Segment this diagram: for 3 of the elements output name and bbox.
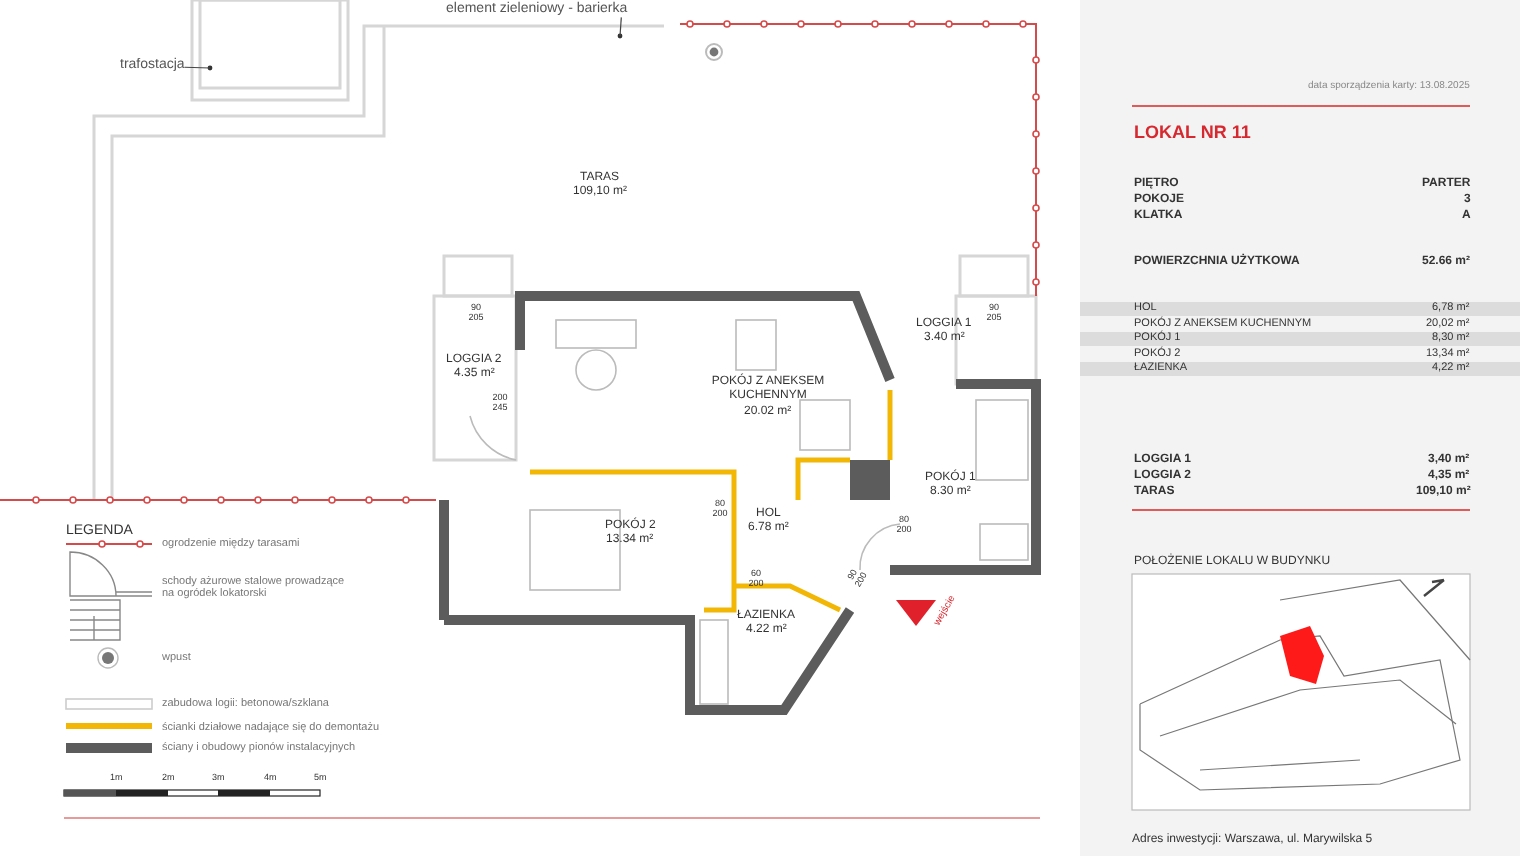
unit-number: LOKAL NR 11 xyxy=(1134,124,1251,144)
leader-line xyxy=(184,66,211,69)
leader-line xyxy=(619,16,622,37)
